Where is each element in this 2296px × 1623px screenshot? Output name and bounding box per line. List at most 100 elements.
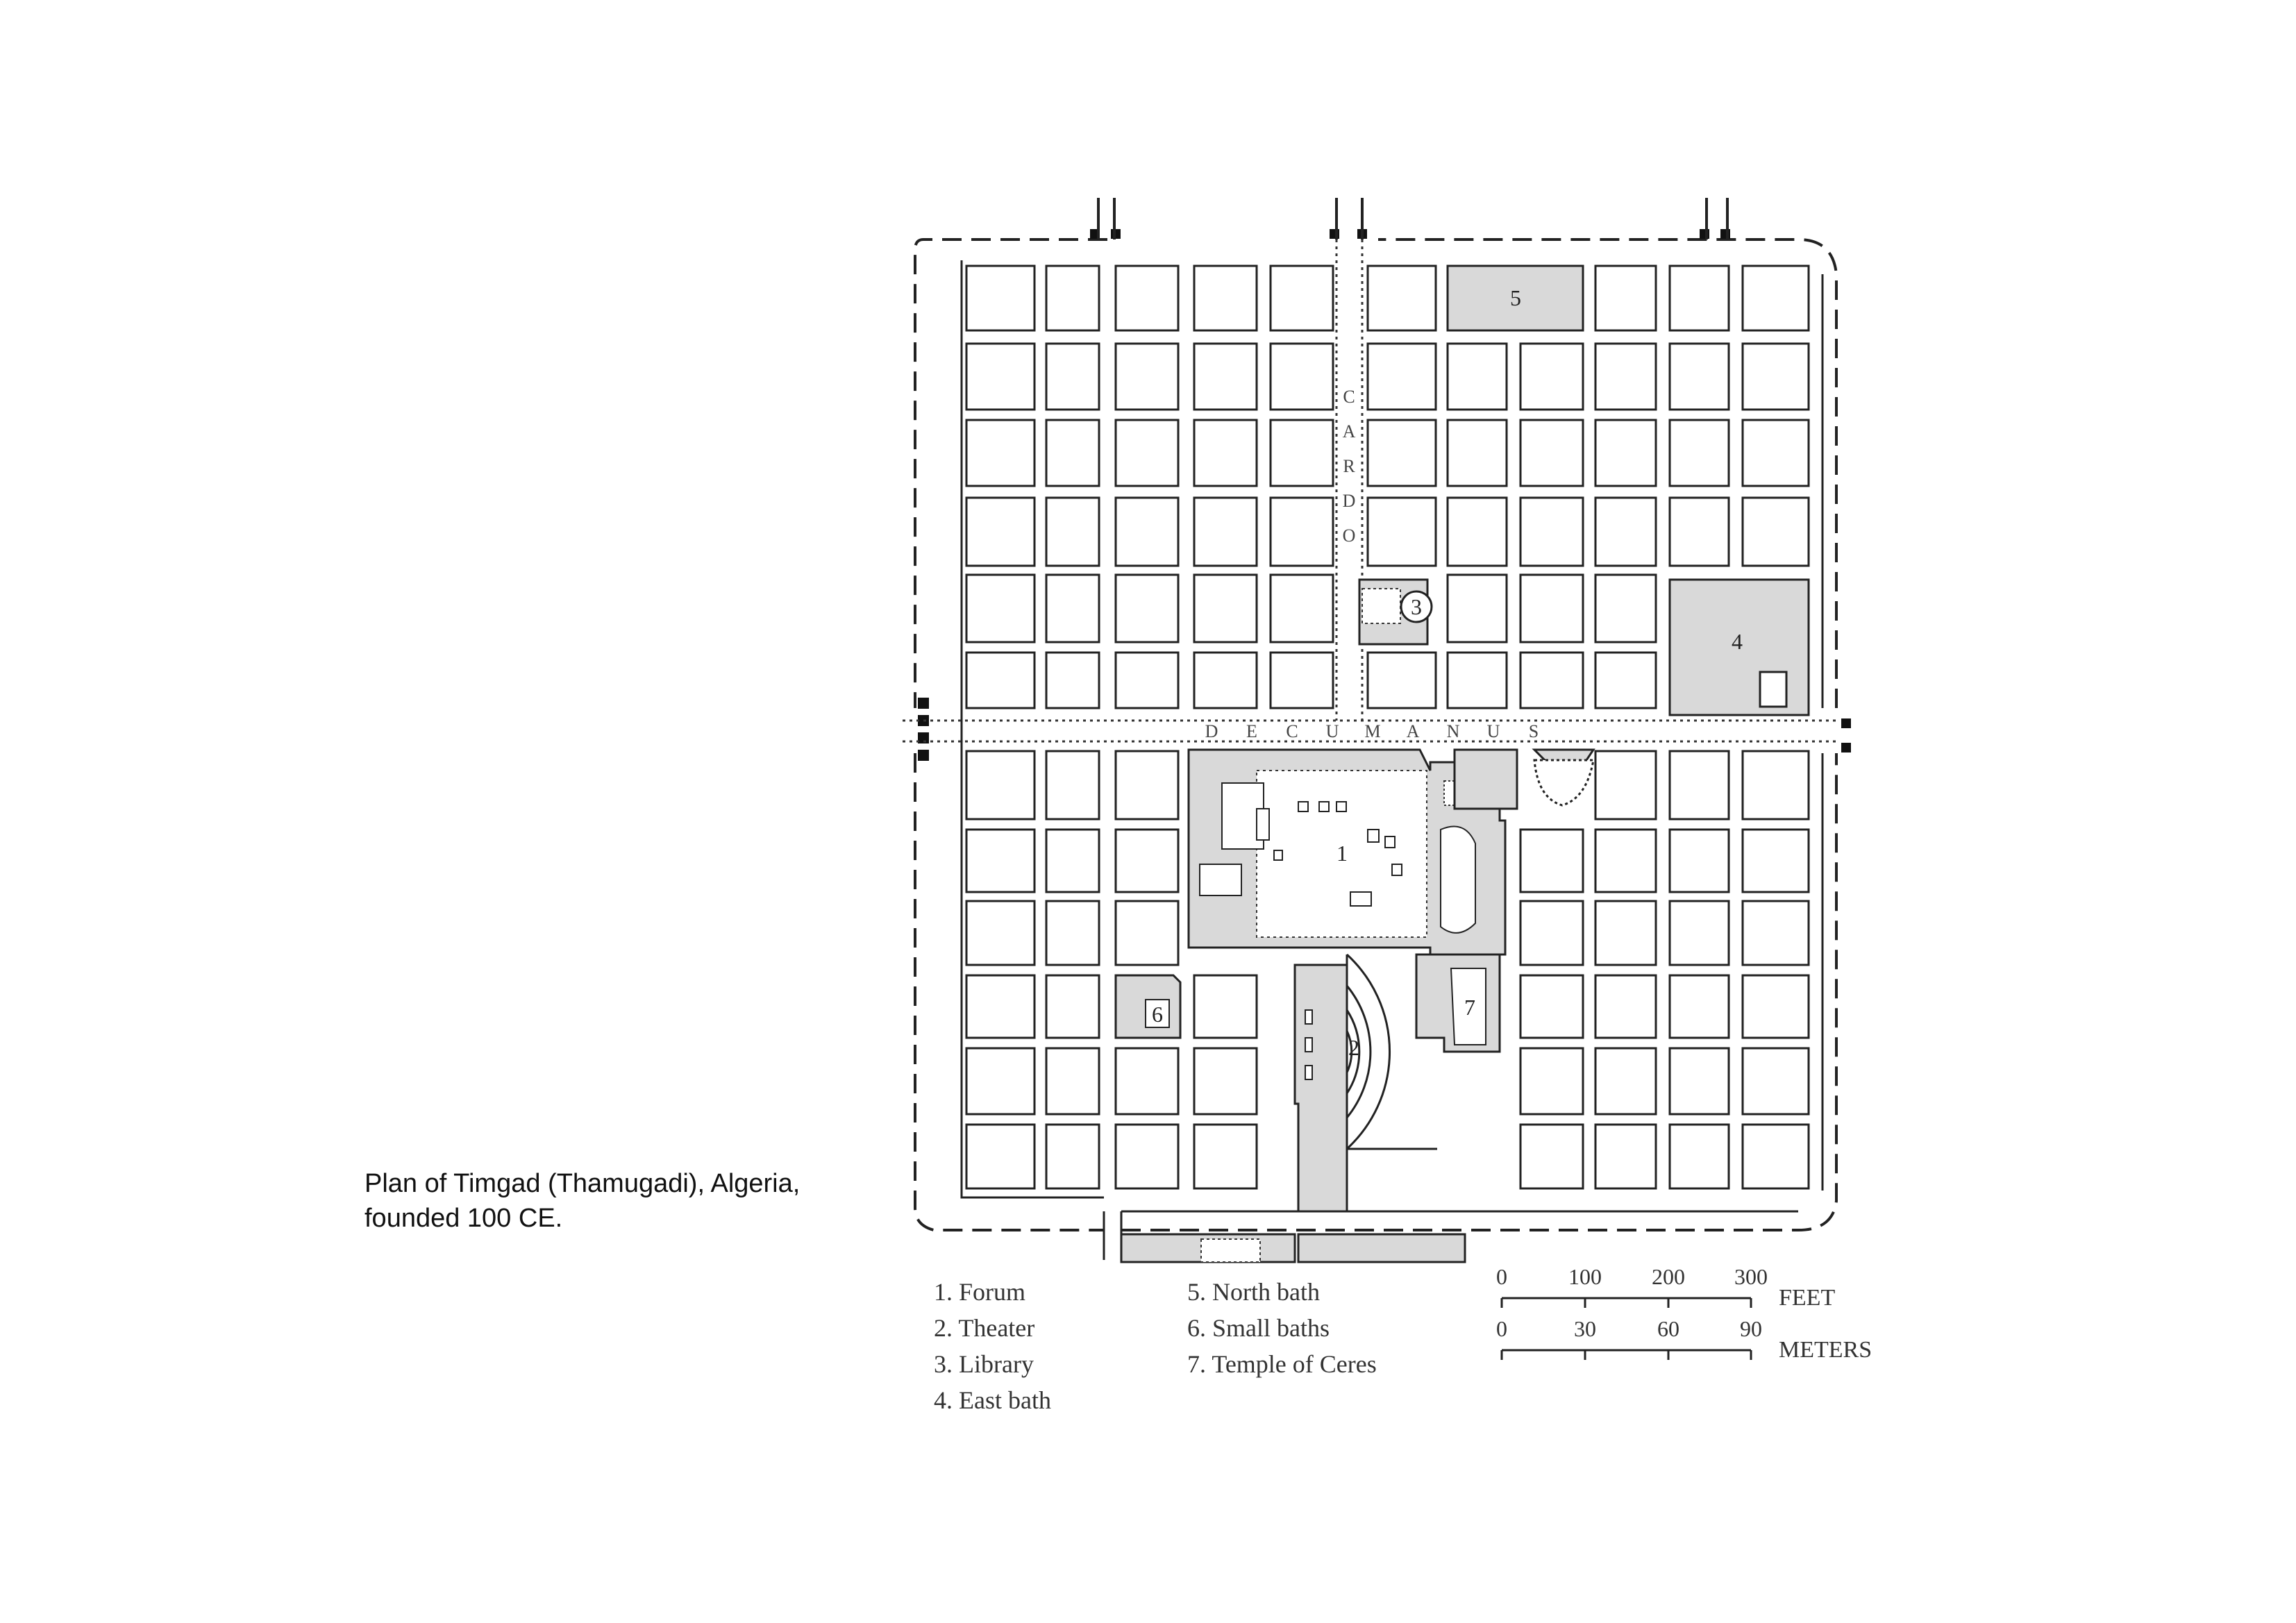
city-block (1668, 1123, 1730, 1190)
city-block (1114, 264, 1180, 332)
decumanus-letter: M (1364, 721, 1380, 741)
city-block (965, 342, 1036, 411)
city-block (1114, 1123, 1180, 1190)
feet-unit-label: FEET (1779, 1285, 1835, 1311)
city-block (1446, 342, 1508, 411)
city-block (1519, 974, 1584, 1039)
theater-marker: 2 (1348, 1035, 1359, 1060)
cardo-letter: C (1343, 387, 1355, 407)
city-block (1269, 496, 1334, 567)
decumanus-letter: U (1326, 721, 1339, 741)
city-block (965, 651, 1036, 709)
cardo-street (1335, 239, 1364, 721)
city-block (1594, 342, 1657, 411)
east-bath (1668, 578, 1810, 716)
city-block (1114, 342, 1180, 411)
city-block (1114, 496, 1180, 567)
city-block (965, 496, 1036, 567)
gate-roads (1097, 198, 1729, 239)
city-block (1045, 1047, 1100, 1116)
city-block (1741, 264, 1810, 332)
city-block (1594, 496, 1657, 567)
street-grid (965, 264, 1810, 1190)
city-block (1045, 573, 1100, 644)
city-block (965, 419, 1036, 487)
city-block (1269, 419, 1334, 487)
city-block (1519, 342, 1584, 411)
city-block (1594, 651, 1657, 709)
city-block (965, 900, 1036, 966)
city-block (1193, 1047, 1258, 1116)
city-block (1668, 496, 1730, 567)
eastern-monuments (1453, 748, 1595, 810)
city-block (1193, 496, 1258, 567)
library-marker: 3 (1411, 594, 1422, 619)
city-block (1114, 828, 1180, 893)
legend-item: 1. Forum (934, 1278, 1025, 1306)
feet-tick-label: 100 (1568, 1264, 1602, 1289)
city-block (1045, 264, 1100, 332)
city-block (1741, 342, 1810, 411)
legend-item: 7. Temple of Ceres (1187, 1350, 1377, 1378)
city-block (1668, 419, 1730, 487)
city-block (1114, 1047, 1180, 1116)
city-block (1594, 900, 1657, 966)
city-block (1193, 264, 1258, 332)
city-block (1193, 1123, 1258, 1190)
city-block (1668, 1047, 1730, 1116)
city-block (1594, 1123, 1657, 1190)
forum (1187, 748, 1507, 956)
legend: 1. Forum 2. Theater 3. Library 4. East b… (934, 1278, 1377, 1414)
city-block (965, 1123, 1036, 1190)
city-block (1668, 264, 1730, 332)
city-block (1519, 419, 1584, 487)
caption-line-2: founded 100 CE. (364, 1204, 563, 1233)
city-block (1519, 496, 1584, 567)
city-block (1446, 573, 1508, 644)
city-block (1741, 750, 1810, 821)
city-block (1193, 573, 1258, 644)
city-block (1045, 419, 1100, 487)
small-baths (1114, 974, 1182, 1039)
city-block (1446, 496, 1508, 567)
library (1358, 578, 1433, 646)
city-block (1594, 264, 1657, 332)
temple-of-ceres (1415, 953, 1501, 1053)
north-bath (1446, 264, 1584, 332)
small-baths-marker: 6 (1152, 1002, 1163, 1027)
city-block (1045, 496, 1100, 567)
city-block (1668, 828, 1730, 893)
city-block (1594, 750, 1657, 821)
city-block (1045, 1123, 1100, 1190)
city-block (1114, 651, 1180, 709)
meters-tick-label: 90 (1740, 1316, 1762, 1341)
decumanus-letter: N (1447, 721, 1460, 741)
legend-item: 6. Small baths (1187, 1314, 1330, 1342)
city-block (1446, 419, 1508, 487)
city-block (1193, 974, 1258, 1039)
city-block (1519, 573, 1584, 644)
legend-item: 4. East bath (934, 1386, 1051, 1414)
city-block (1668, 342, 1730, 411)
forum-marker: 1 (1336, 841, 1348, 866)
city-block (1446, 651, 1508, 709)
city-block (1114, 750, 1180, 821)
city-block (1114, 900, 1180, 966)
city-block (1741, 828, 1810, 893)
theater (1293, 953, 1437, 1213)
decumanus-letter: U (1487, 721, 1500, 741)
legend-item: 5. North bath (1187, 1278, 1320, 1306)
meters-tick-label: 0 (1496, 1316, 1507, 1341)
city-block (1366, 342, 1437, 411)
city-block (965, 1047, 1036, 1116)
scale-bar-meters (1500, 1349, 1752, 1360)
city-wall (914, 238, 1838, 1231)
caption-line-1: Plan of Timgad (Thamugadi), Algeria, (364, 1169, 801, 1198)
city-block (1114, 573, 1180, 644)
city-block (1114, 419, 1180, 487)
city-block (1366, 496, 1437, 567)
city-block (1269, 342, 1334, 411)
city-block (1045, 342, 1100, 411)
